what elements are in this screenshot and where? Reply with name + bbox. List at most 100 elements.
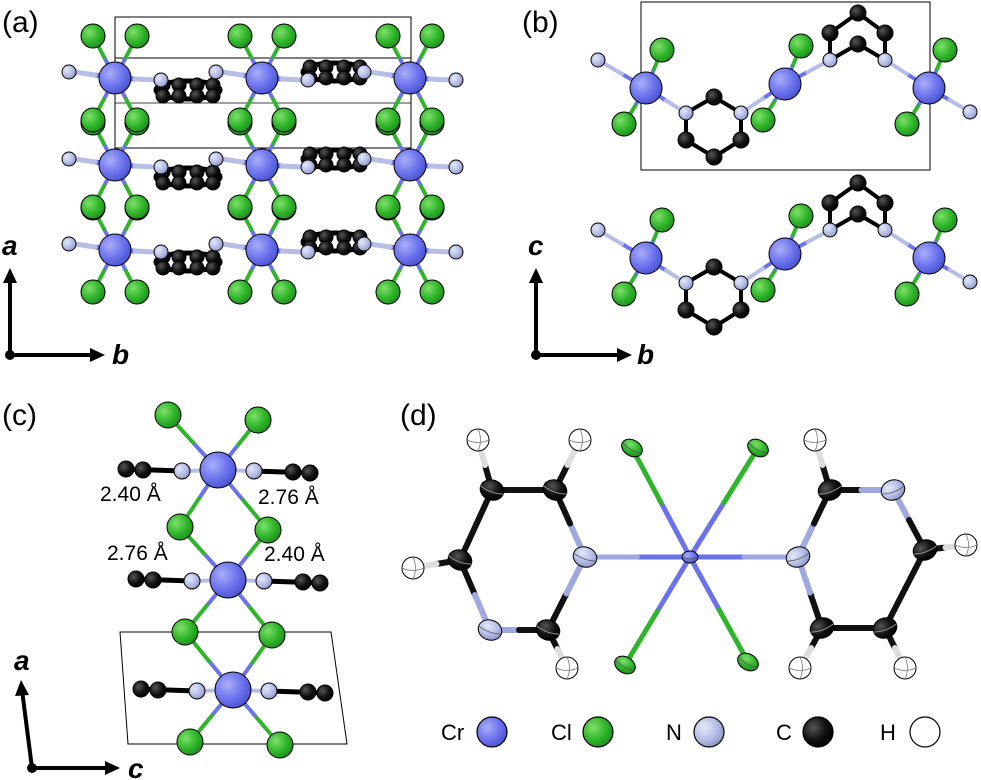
carbon-atom: [677, 301, 695, 319]
bond: [721, 445, 761, 505]
panel-a: (a) a b: [2, 6, 464, 370]
nitrogen-atom: [356, 64, 372, 80]
axes-a: a b: [2, 230, 129, 370]
nitrogen-atom: [877, 52, 893, 68]
bond: [622, 608, 660, 668]
chlorine-atom: [80, 23, 106, 49]
carbon-atom: [155, 175, 171, 191]
carbon-atom: [205, 88, 221, 104]
chlorine-atom: [788, 33, 814, 59]
nitrogen-atom: [153, 244, 169, 260]
nitrogen-atom: [477, 619, 503, 641]
chlorine-atom: [894, 281, 920, 307]
carbon-atom: [876, 24, 894, 42]
carbon-atom: [155, 260, 171, 276]
chlorine-atom: [750, 107, 776, 133]
carbon-atom: [171, 88, 187, 104]
chlorine-atom: [737, 652, 759, 672]
chromium-atom: [245, 148, 279, 182]
bond: [367, 69, 393, 78]
carbon-atom: [318, 240, 334, 256]
distance-label-3: 2.76 Å: [107, 542, 168, 565]
pyrazine-ring: [153, 250, 223, 274]
carbon-atom: [447, 549, 473, 571]
chlorine-atom: [750, 277, 776, 303]
nitrogen-atom: [300, 159, 316, 175]
bond: [658, 500, 693, 560]
legend-label-cr: Cr: [441, 720, 464, 745]
chlorine-atom: [258, 621, 286, 649]
panel-c-label: (c): [2, 399, 37, 432]
chlorine-atom: [375, 194, 401, 220]
bond: [367, 241, 393, 250]
bond: [427, 163, 453, 170]
distance-label-1: 2.40 Å: [100, 483, 161, 506]
carbon-atom: [189, 88, 205, 104]
chromium-atom: [199, 451, 237, 489]
carbon-atom: [705, 88, 723, 106]
nitrogen-atom: [733, 105, 749, 121]
nitrogen-atom: [356, 236, 372, 252]
nitrogen-atom: [260, 682, 278, 700]
carbon-atom: [535, 619, 561, 641]
legend-swatch-cl: [582, 716, 614, 748]
carbon-atom: [284, 463, 302, 481]
carbon-atom: [821, 24, 839, 42]
carbon-atom: [171, 175, 187, 191]
bond: [279, 248, 305, 255]
carbon-atom: [132, 680, 150, 698]
carbon-atom: [318, 70, 334, 86]
hydrogen-atom: [803, 428, 827, 452]
carbon-atom: [677, 131, 695, 149]
axes-c: a c: [14, 645, 144, 780]
panel-d: (d): [400, 399, 978, 680]
axis-b-horizontal: b: [637, 339, 654, 370]
carbon-atom: [732, 301, 750, 319]
bond: [655, 554, 693, 614]
legend-swatch-c: [802, 716, 834, 748]
panel-b: (b) c b: [522, 1, 978, 370]
nitrogen-atom: [448, 244, 464, 260]
carbon-atom: [205, 260, 221, 276]
chlorine-atom: [419, 23, 445, 49]
carbon-atom: [299, 683, 317, 701]
carbon-atom: [817, 479, 843, 501]
chlorine-atom: [80, 107, 106, 133]
chlorine-atom: [227, 107, 253, 133]
nitrogen-atom: [572, 546, 598, 568]
chlorine-atom: [611, 281, 637, 307]
hydrogen-atom: [788, 656, 812, 680]
chromium-atom: [98, 148, 132, 182]
nitrogen-atom: [255, 572, 273, 590]
carbon-atom: [479, 479, 505, 501]
axes-b: c b: [528, 230, 654, 370]
legend-swatch-cr: [476, 716, 508, 748]
bond: [279, 163, 305, 170]
chlorine-atom: [621, 438, 643, 458]
carbon-atom: [336, 70, 352, 86]
chlorine-atom: [649, 37, 675, 63]
chlorine-atom: [227, 279, 253, 305]
chlorine-atom: [124, 194, 150, 220]
legend-swatch-n: [693, 716, 725, 748]
distance-label-2: 2.76 Å: [258, 486, 319, 509]
chromium-atom: [209, 561, 247, 599]
chlorine-atom: [80, 194, 106, 220]
bond: [72, 241, 98, 250]
nitrogen-atom: [61, 236, 77, 252]
nitrogen-atom: [822, 52, 838, 68]
nitrogen-atom: [356, 151, 372, 167]
bond: [72, 69, 98, 78]
panel-a-label: (a): [2, 6, 39, 39]
panel-d-label: (d): [400, 399, 437, 432]
axis-c-vertical: a: [14, 645, 30, 676]
axis-a-vertical: a: [2, 230, 18, 261]
carbon-atom: [849, 4, 867, 22]
pyrazine-ring: [153, 78, 223, 102]
carbon-atom: [155, 88, 171, 104]
chlorine-atom: [271, 107, 297, 133]
axis-a-horizontal: b: [112, 339, 129, 370]
chlorine-atom: [788, 203, 814, 229]
nitrogen-atom: [962, 274, 978, 290]
